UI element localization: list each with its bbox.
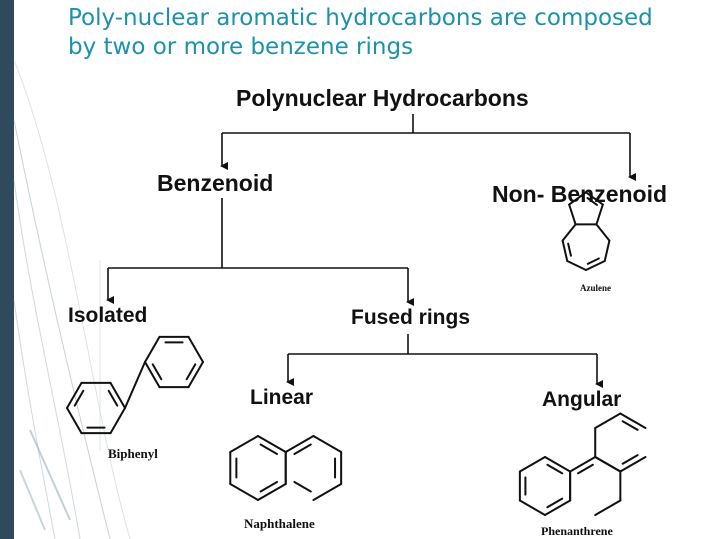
naphthalene-ring-a-bond [229,483,259,501]
linear-node-label: Linear [250,386,314,409]
naphthalene-ring-b-double-bond [293,443,312,456]
biphenyl-ring-b-bond [109,381,126,409]
phenanthrene-ring-b-bond [569,456,597,473]
phenanthrene-ring-a-double-bond [546,497,564,509]
azulene-five-ring-bond [568,191,587,206]
naphthalene-ring-a-double-bond [259,443,279,456]
azulene-seven-ring-double-bond [567,242,572,257]
naphthalene-ring-a-double-bond [259,480,279,493]
naphthalene-ring-a-bond [257,483,287,501]
tree-connectors [106,114,636,388]
naphthalene-ring-b-bond [284,435,315,453]
benzenoid-node-label: Benzenoid [157,170,274,196]
phenanthrene-ring-a-bond [544,456,572,473]
phenanthrene-ring-a-bond [518,456,546,473]
biphenyl-ring-b-bond [66,381,83,409]
slide-heading: Poly-nuclear aromatic hydrocarbons are c… [68,4,708,62]
phenanthrene-ring-c-bond [594,412,622,429]
phenanthrene-ring-c-double-bond [621,454,639,465]
phenanthrene-ring-c-double-bond [621,420,639,431]
biphenyl-ring-a-bond [187,335,204,363]
biphenyl-ring-b-double-bond [107,389,119,407]
naphthalene-ring-a-bond [257,435,287,453]
fused-rings-node-label: Fused rings [351,306,471,329]
azulene-seven-ring-bond [561,239,569,262]
biphenyl-ring-b-bond [66,407,83,435]
angular-node-label: Angular [542,388,622,411]
isolated-node-label: Isolated [68,304,148,327]
slide-side-stripe [0,0,14,539]
naphthalene-ring-b-bond [312,435,343,453]
biphenyl-link-bond [124,361,146,409]
biphenyl-ring-a-bond [144,361,161,389]
naphthalene-ring-b-bond [312,483,343,501]
phenanthrene-structure [518,412,647,516]
azulene-seven-ring-bond [585,259,606,271]
phenanthrene-ring-a-bond [518,499,546,516]
slide-heading-line-2: by two or more benzene rings [68,34,414,60]
root-node-label: Polynuclear Hydrocarbons [236,85,529,111]
azulene-seven-ring-double-bond [586,257,600,265]
non-benzenoid-node-label: Non- Benzenoid [492,181,668,207]
phenanthrene-ring-a-double-bond [546,463,564,475]
azulene-five-ring-bond [568,203,577,226]
azulene-caption: Azulene [580,283,611,293]
slide-heading-line-1: Poly-nuclear aromatic hydrocarbons are c… [68,5,653,31]
phenanthrene-ring-c-bond [619,412,647,429]
azulene-seven-ring-bond [595,223,611,242]
phenanthrene-ring-c-bond [594,456,622,473]
azulene-five-ring-double-bond [586,197,598,206]
biphenyl-ring-a-bond [144,335,161,363]
azulene-seven-ring-bond [561,223,577,242]
phenanthrene-ring-b-double-bond [576,463,594,475]
biphenyl-ring-a-bond [187,361,204,389]
azulene-seven-ring-bond [566,259,587,271]
phenanthrene-ring-a-bond [544,499,572,516]
naphthalene-structure [229,435,343,501]
biphenyl-ring-a-double-bond [185,363,197,381]
azulene-seven-ring-bond [603,239,611,262]
phenanthrene-ring-c-bond [619,456,647,473]
phenanthrene-caption: Phenanthrene [541,524,613,538]
phenanthrene-ring-b-bond [594,499,622,516]
biphenyl-caption: Biphenyl [108,446,158,461]
biphenyl-ring-b-double-bond [73,389,85,407]
azulene-structure [561,191,611,271]
naphthalene-ring-b-double-bond [293,480,312,493]
biphenyl-structure [66,335,204,435]
naphthalene-caption: Naphthalene [244,516,315,531]
biphenyl-ring-b-bond [109,407,126,435]
biphenyl-ring-a-double-bond [151,363,163,381]
azulene-five-ring-bond [595,203,604,226]
azulene-five-ring-bond [585,191,604,206]
naphthalene-ring-a-bond [229,435,259,453]
